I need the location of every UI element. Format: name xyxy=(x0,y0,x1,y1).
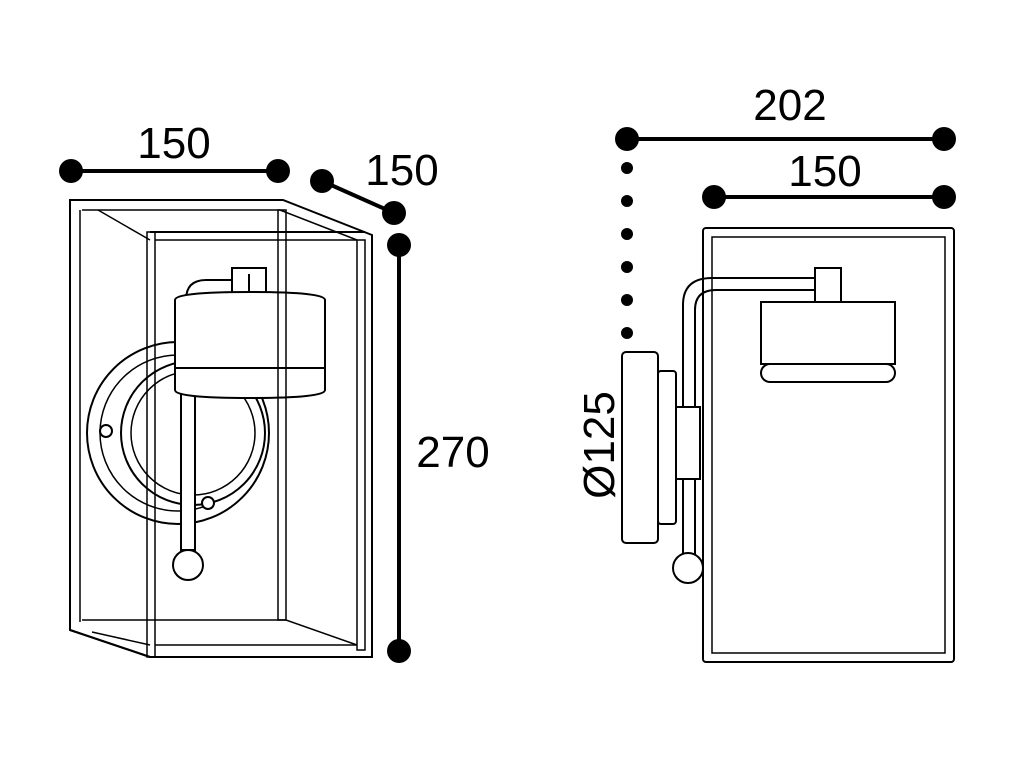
front-depth-dimension: 150 xyxy=(310,146,439,225)
side-box-frame xyxy=(702,227,955,663)
front-height-label: 270 xyxy=(416,428,489,477)
side-lamp-arm xyxy=(672,267,842,584)
front-depth-label: 150 xyxy=(365,146,438,195)
side-view: 202 150 Ø125 xyxy=(575,81,956,663)
box-frame xyxy=(69,199,373,658)
side-depth-label: 202 xyxy=(753,81,826,130)
side-width-dimension: 150 xyxy=(702,147,956,209)
side-wall-plate xyxy=(621,351,701,544)
plate-diameter-label: Ø125 xyxy=(575,391,624,499)
lamp-holder xyxy=(174,267,326,400)
side-finial-ball xyxy=(672,552,704,584)
side-depth-dimension: 202 xyxy=(615,81,956,151)
dotted-leader xyxy=(621,162,633,339)
side-width-label: 150 xyxy=(788,147,861,196)
screw-hole-left xyxy=(99,424,113,438)
front-view: 150 150 270 xyxy=(59,119,490,663)
side-lamp-holder xyxy=(760,301,896,383)
front-width-label: 150 xyxy=(137,119,210,168)
finial-ball xyxy=(172,549,204,581)
front-height-dimension: 270 xyxy=(387,233,490,663)
screw-hole-bottom xyxy=(201,496,215,510)
front-width-dimension: 150 xyxy=(59,119,290,183)
